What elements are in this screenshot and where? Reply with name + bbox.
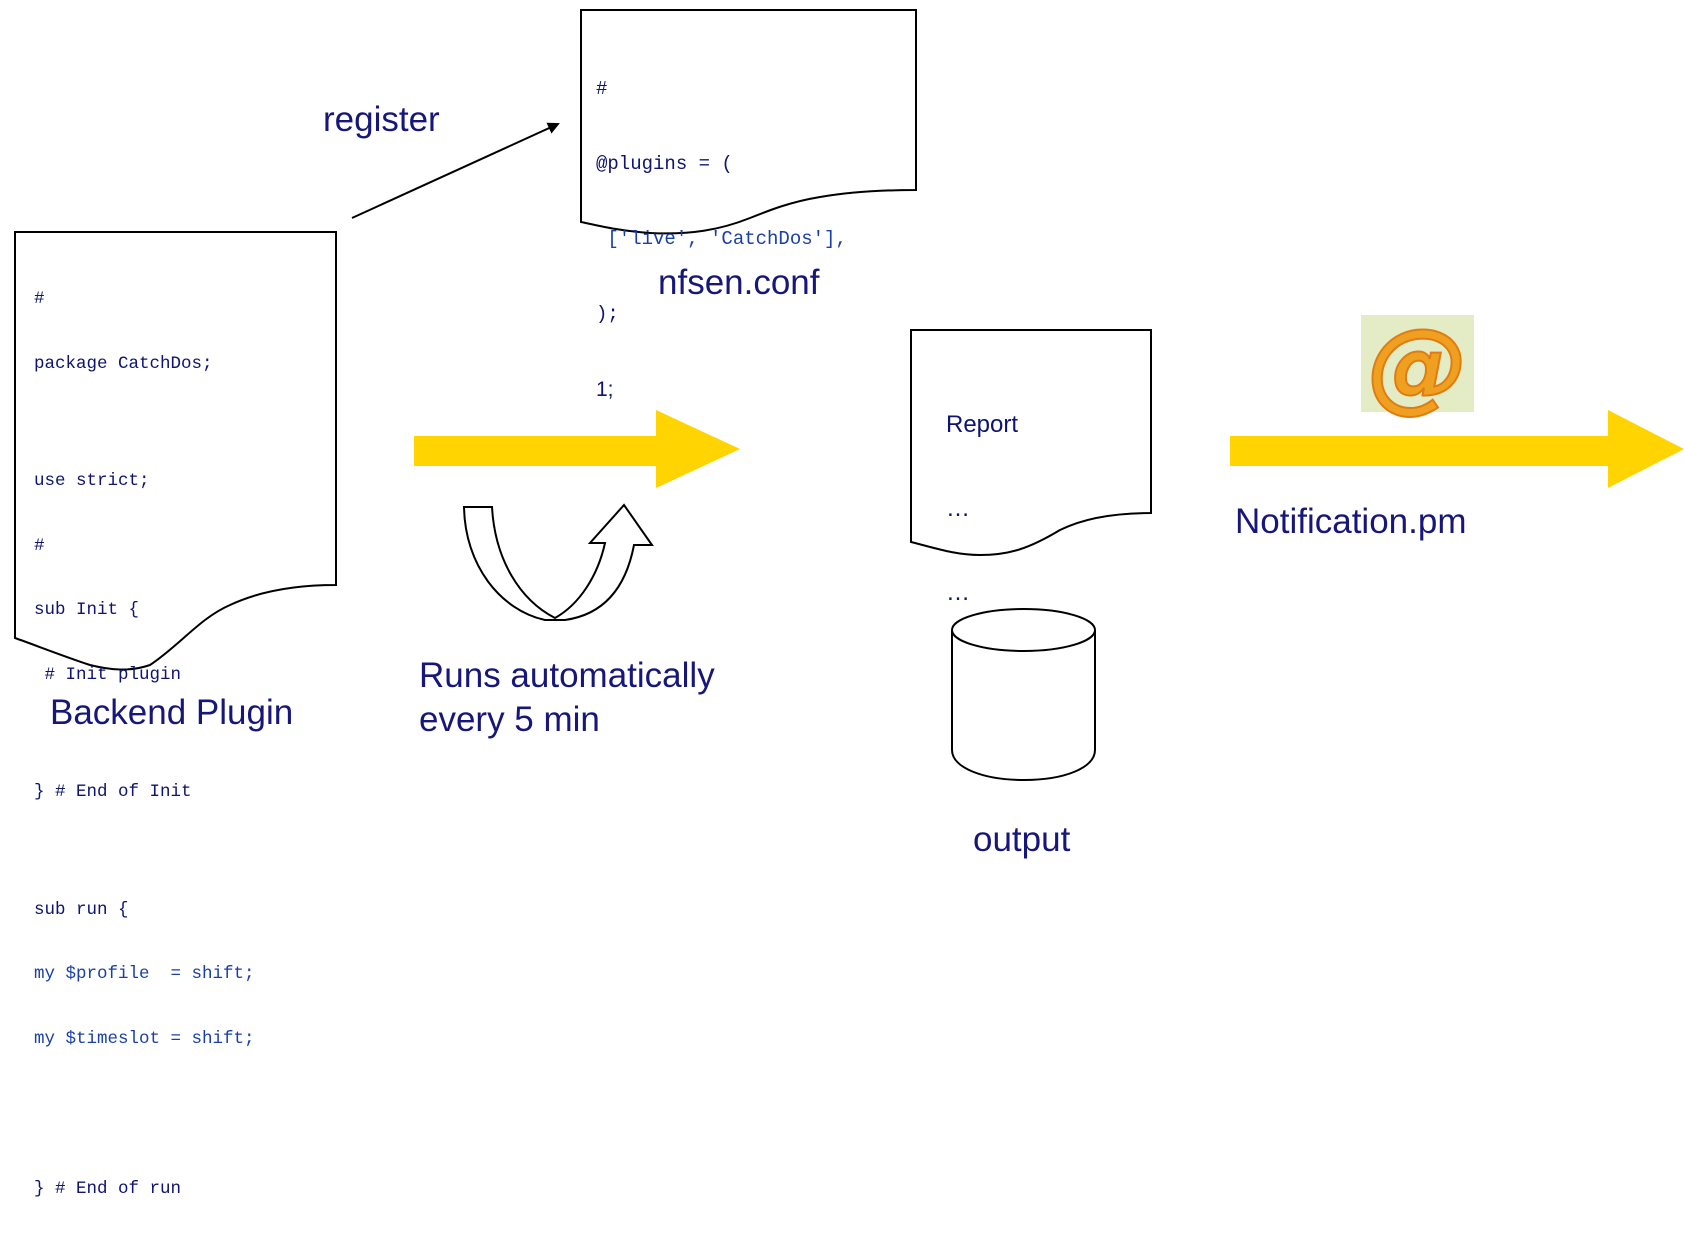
run-arrow bbox=[414, 410, 740, 488]
code-line: } # End of Init bbox=[34, 782, 192, 802]
code-line bbox=[34, 847, 255, 857]
code-line bbox=[34, 418, 255, 428]
code-line: package CatchDos; bbox=[34, 353, 213, 374]
code-line: # Init plugin bbox=[34, 664, 182, 685]
report-line: Report bbox=[946, 411, 1019, 438]
notify-arrow bbox=[1230, 410, 1684, 488]
at-sign-icon: @ bbox=[1361, 306, 1474, 425]
code-line: @plugins = ( bbox=[596, 153, 733, 175]
conf-code: # @plugins = ( ['live', 'CatchDos'], ); … bbox=[596, 27, 847, 452]
register-arrow bbox=[351, 122, 560, 219]
register-label: register bbox=[323, 100, 440, 139]
runs-label-line2: every 5 min bbox=[419, 700, 600, 739]
code-line: 1; bbox=[596, 378, 614, 401]
code-line: my $profile = shift; bbox=[34, 964, 255, 984]
notification-label: Notification.pm bbox=[1235, 502, 1467, 541]
code-line: # bbox=[596, 78, 608, 100]
diagram-graphics: @ bbox=[14, 9, 1684, 782]
report-document-shape bbox=[910, 329, 1152, 557]
workflow-diagram: @ # package CatchDos; use strict; # sub … bbox=[14, 9, 1684, 1199]
conf-document-shape bbox=[580, 9, 917, 235]
runs-label-line1: Runs automatically bbox=[419, 656, 715, 695]
nfsen-conf-label: nfsen.conf bbox=[658, 263, 820, 302]
code-line: sub run { bbox=[34, 899, 129, 920]
code-line: ['live', 'CatchDos'], bbox=[596, 228, 847, 250]
code-line: } # End of run bbox=[34, 1179, 182, 1199]
backend-plugin-label: Backend Plugin bbox=[50, 693, 294, 732]
output-database-icon bbox=[951, 608, 1096, 782]
output-label: output bbox=[973, 820, 1071, 859]
cycle-arrow bbox=[462, 503, 654, 621]
code-line: # bbox=[34, 535, 45, 556]
code-line: use strict; bbox=[34, 471, 150, 491]
plugin-document-shape bbox=[14, 231, 337, 671]
svg-text:@: @ bbox=[1368, 307, 1468, 424]
report-line: … bbox=[946, 579, 970, 606]
report-line: … bbox=[946, 495, 970, 522]
report-text: Report … … bbox=[946, 355, 1018, 663]
code-line: # bbox=[34, 289, 45, 309]
code-line: ); bbox=[596, 303, 619, 325]
code-line: sub Init { bbox=[34, 600, 140, 620]
code-line: my $timeslot = shift; bbox=[34, 1028, 255, 1049]
plugin-code: # package CatchDos; use strict; # sub In… bbox=[34, 246, 255, 1244]
